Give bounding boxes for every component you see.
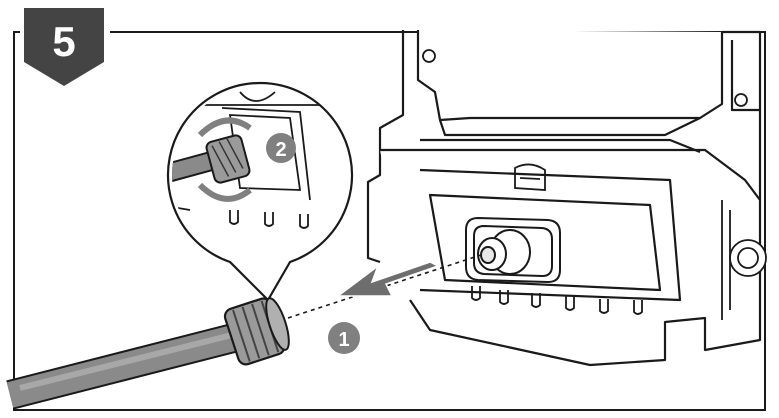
step-number: 5	[52, 18, 75, 65]
outlet-socket	[465, 216, 561, 284]
callout-2: 2	[266, 133, 296, 163]
callout-1: 1	[328, 322, 360, 354]
pull-arrow	[335, 261, 440, 297]
callout-2-label: 2	[275, 139, 286, 161]
appliance-details	[422, 49, 767, 320]
zoom-callout	[166, 82, 354, 302]
callout-1-label: 1	[338, 329, 349, 351]
appliance-body	[366, 30, 762, 367]
step-badge: 5	[24, 8, 104, 86]
hose-assembly	[6, 297, 290, 410]
alignment-dashes	[287, 253, 485, 319]
